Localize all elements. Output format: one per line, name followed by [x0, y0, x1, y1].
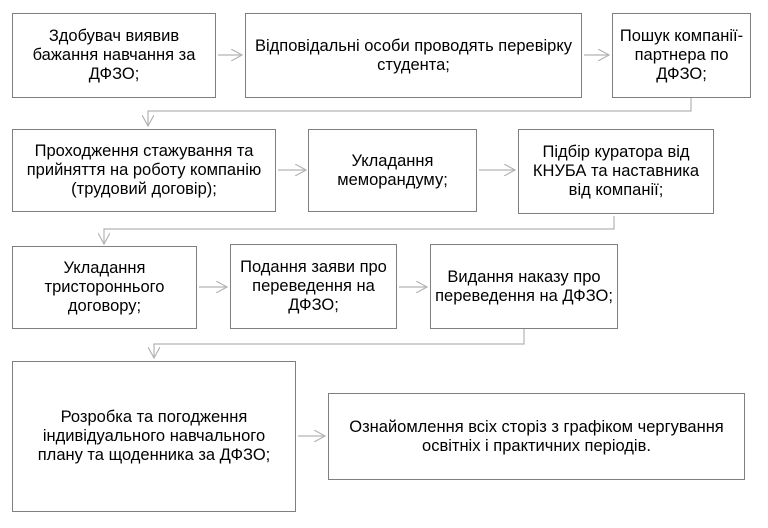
step-9-text: Видання наказу про переведення на ДФЗО;: [435, 267, 613, 305]
step-8-box: Подання заяви про переведення на ДФЗО;: [230, 244, 397, 329]
step-6-box: Підбір куратора від КНУБА та наставника …: [518, 129, 714, 214]
step-7-text: Укладання тристороннього договору;: [44, 259, 165, 315]
step-3-box: Пошук компанії-партнера по ДФЗО;: [612, 13, 751, 98]
step-2-box: Відповідальні особи проводять перевірку …: [245, 13, 582, 98]
step-10-text: Розробка та погодження індивідуального н…: [37, 408, 271, 464]
arrow-9-10: [154, 329, 525, 358]
arrow-6-7: [104, 216, 615, 244]
step-11-text: Ознайомлення всіх сторіз з графіком черг…: [349, 417, 724, 455]
step-1-box: Здобувач виявив бажання навчання за ДФЗО…: [12, 13, 216, 98]
step-1-text: Здобувач виявив бажання навчання за ДФЗО…: [32, 27, 196, 83]
step-10-box: Розробка та погодження індивідуального н…: [12, 361, 296, 512]
arrow-3-4: [148, 98, 692, 126]
step-4-text: Проходження стажування та прийняття на р…: [26, 142, 262, 198]
step-5-box: Укладання меморандуму;: [308, 129, 477, 212]
step-4-box: Проходження стажування та прийняття на р…: [12, 129, 276, 212]
step-7-box: Укладання тристороннього договору;: [12, 246, 197, 329]
step-6-text: Підбір куратора від КНУБА та наставника …: [532, 143, 700, 199]
step-2-text: Відповідальні особи проводять перевірку …: [255, 36, 572, 74]
step-3-text: Пошук компанії-партнера по ДФЗО;: [619, 27, 744, 83]
step-9-box: Видання наказу про переведення на ДФЗО;: [430, 244, 618, 329]
step-11-box: Ознайомлення всіх сторіз з графіком черг…: [328, 393, 745, 480]
step-5-text: Укладання меморандуму;: [337, 151, 448, 189]
step-8-text: Подання заяви про переведення на ДФЗО;: [240, 258, 387, 314]
